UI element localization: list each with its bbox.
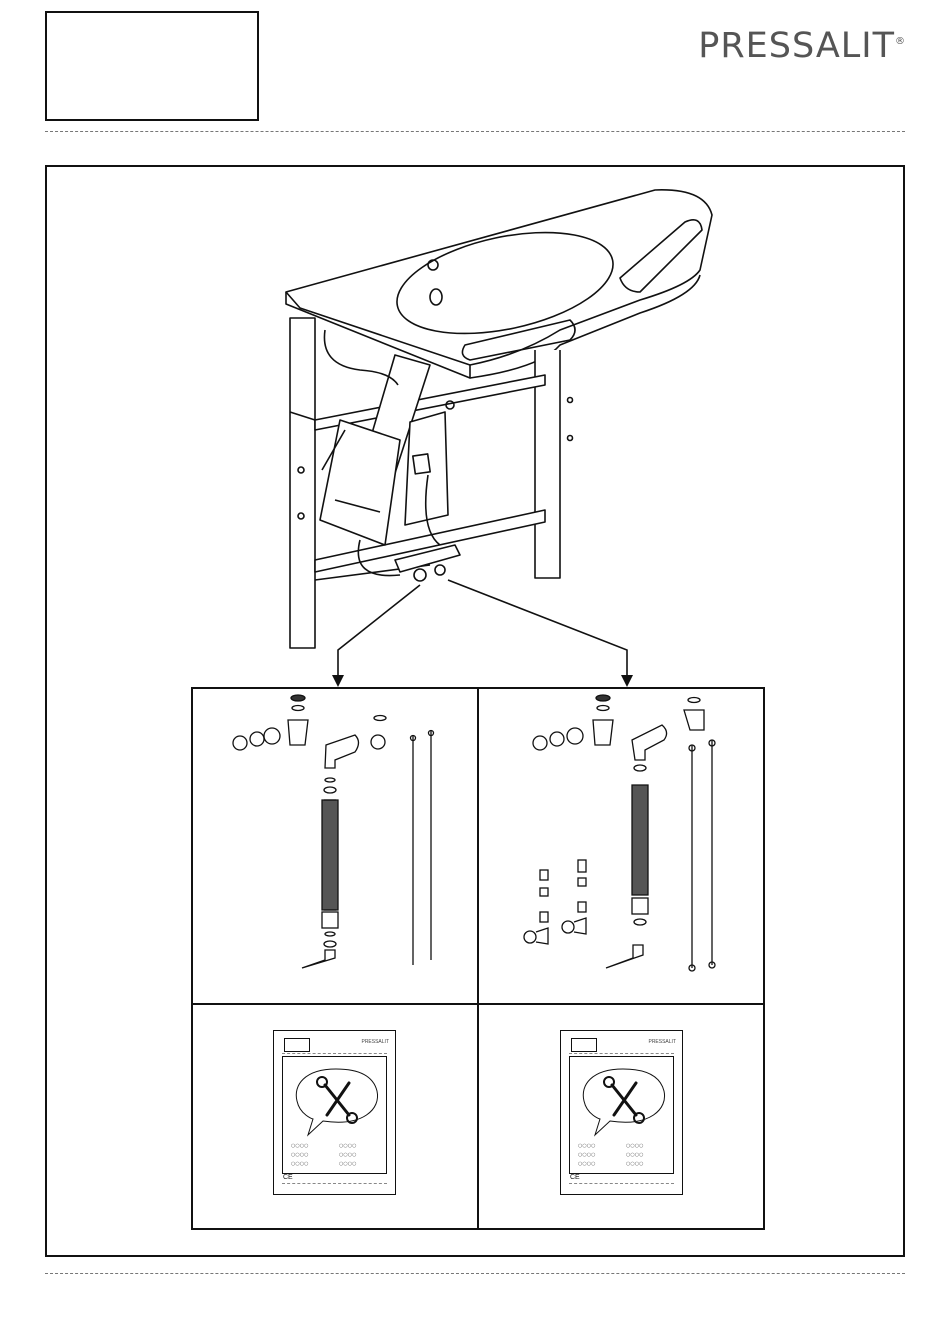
svg-text:○○○○: ○○○○	[578, 1143, 595, 1149]
svg-text:○○○○: ○○○○	[578, 1161, 595, 1167]
svg-text:○○○○: ○○○○	[578, 1152, 595, 1158]
svg-text:○○○○: ○○○○	[339, 1143, 356, 1149]
label-box	[45, 11, 259, 121]
manual-brand: PRESSALIT	[361, 1039, 389, 1045]
svg-text:○○○○: ○○○○	[626, 1152, 643, 1158]
svg-text:○○○○: ○○○○	[626, 1143, 643, 1149]
manual-label-box	[284, 1038, 310, 1052]
manual-brand: PRESSALIT	[648, 1039, 676, 1045]
grid-divider-vertical	[477, 687, 479, 1230]
manual-label-box	[571, 1038, 597, 1052]
manual-thumbnail-left: PRESSALIT ○○○○ ○○○○ ○○○○ ○○○○ ○○○○ ○○○○ CE	[273, 1030, 396, 1195]
grid-divider-horizontal	[191, 1003, 765, 1005]
brand-logo: PRESSALIT®	[698, 26, 906, 66]
svg-text:○○○○: ○○○○	[291, 1161, 308, 1167]
top-divider	[45, 131, 905, 132]
svg-text:○○○○: ○○○○	[626, 1161, 643, 1167]
ce-mark: CE	[570, 1174, 580, 1181]
svg-text:○○○○: ○○○○	[339, 1152, 356, 1158]
svg-text:○○○○: ○○○○	[339, 1161, 356, 1167]
bottom-divider	[45, 1273, 905, 1274]
ce-mark: CE	[283, 1174, 293, 1181]
manual-thumbnail-right: PRESSALIT ○○○○ ○○○○ ○○○○ ○○○○ ○○○○ ○○○○ CE	[560, 1030, 683, 1195]
svg-text:○○○○: ○○○○	[291, 1143, 308, 1149]
svg-text:○○○○: ○○○○	[291, 1152, 308, 1158]
